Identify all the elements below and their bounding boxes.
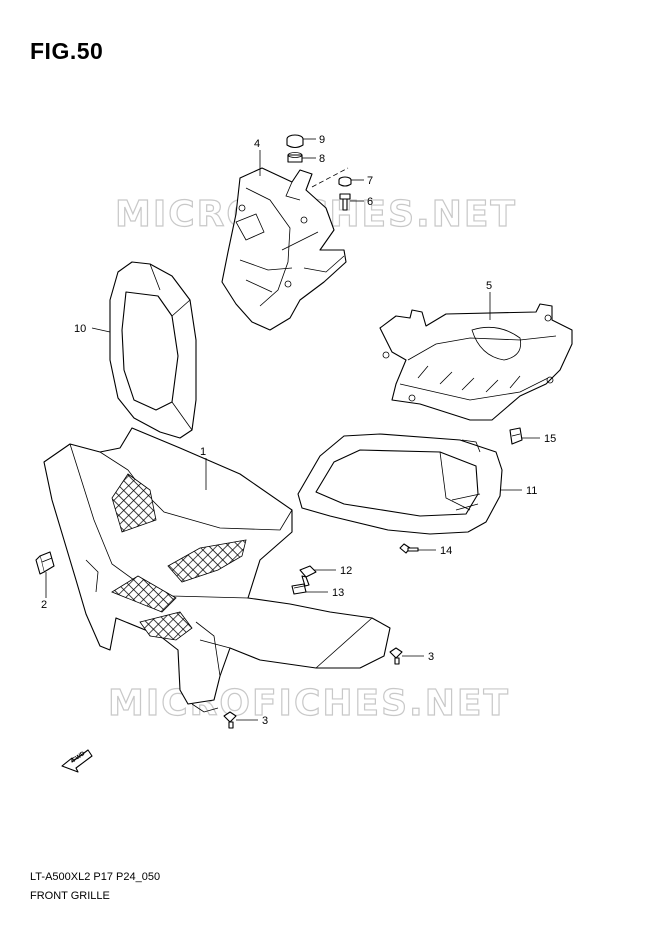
part-15-clip: [509, 427, 523, 445]
part-7-washer: [338, 176, 352, 187]
callout-9: 9: [319, 134, 325, 146]
part-3-screw-upper: [389, 647, 403, 665]
figure-title: FIG.50: [30, 38, 104, 64]
callout-12: 12: [340, 565, 352, 577]
callout-3-lower: 3: [262, 715, 268, 727]
part-8-nut: [287, 152, 303, 163]
callout-1: 1: [200, 446, 206, 458]
watermark-bottom: MICROFICHES.NET: [108, 683, 510, 724]
part-12-screw: [299, 565, 317, 587]
callout-13: 13: [332, 587, 344, 599]
part-6-bolt: [339, 193, 351, 211]
callout-10: 10: [74, 323, 86, 335]
callout-6: 6: [367, 196, 373, 208]
part-9-cushion: [286, 134, 304, 149]
callout-14: 14: [440, 545, 452, 557]
callout-15: 15: [544, 433, 556, 445]
figure-name: FRONT GRILLE: [30, 890, 110, 902]
callout-3-upper: 3: [428, 651, 434, 663]
callout-11: 11: [526, 485, 537, 497]
part-10-frame: [109, 261, 197, 439]
fwd-arrow-icon: FWD: [61, 749, 93, 773]
callout-2: 2: [41, 599, 47, 611]
part-13-nut: [291, 583, 307, 595]
part-14-screw: [399, 543, 419, 554]
part-1-front-grille: [43, 427, 391, 713]
model-code: LT-A500XL2 P17 P24_050: [30, 871, 161, 883]
callout-8: 8: [319, 153, 325, 165]
callout-7: 7: [367, 175, 373, 187]
part-4-bracket: [221, 167, 347, 331]
part-3-screw-lower: [223, 711, 237, 729]
part-5-tray: [379, 303, 573, 421]
part-11-side-grille: [297, 433, 503, 535]
callout-4: 4: [254, 138, 260, 150]
callout-5: 5: [486, 280, 492, 292]
part-2-clip: [35, 551, 55, 575]
